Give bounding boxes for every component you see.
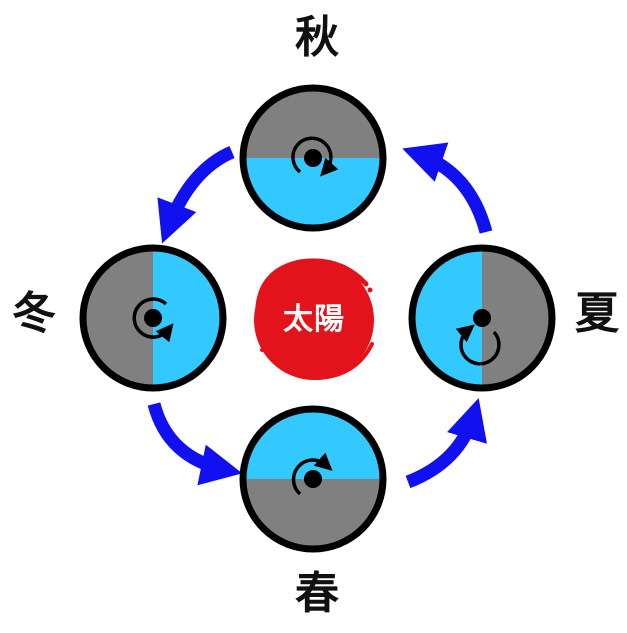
season-circle-spring bbox=[243, 409, 383, 549]
season-circle-winter bbox=[83, 248, 223, 388]
season-circle-summer bbox=[412, 248, 552, 388]
cycle-arrow-autumn-to-winter bbox=[168, 152, 232, 228]
season-circle-autumn bbox=[243, 88, 383, 228]
season-label-winter: 冬 bbox=[4, 292, 64, 336]
sun-label: 太陽 bbox=[252, 290, 376, 350]
season-label-autumn: 秋 bbox=[287, 16, 347, 60]
season-label-spring: 春 bbox=[287, 572, 347, 616]
cycle-arrow-summer-to-autumn bbox=[418, 154, 486, 232]
season-label-summer: 夏 bbox=[567, 292, 627, 336]
cycle-arrow-spring-to-summer bbox=[408, 414, 474, 482]
cycle-arrow-winter-to-spring bbox=[154, 404, 226, 470]
